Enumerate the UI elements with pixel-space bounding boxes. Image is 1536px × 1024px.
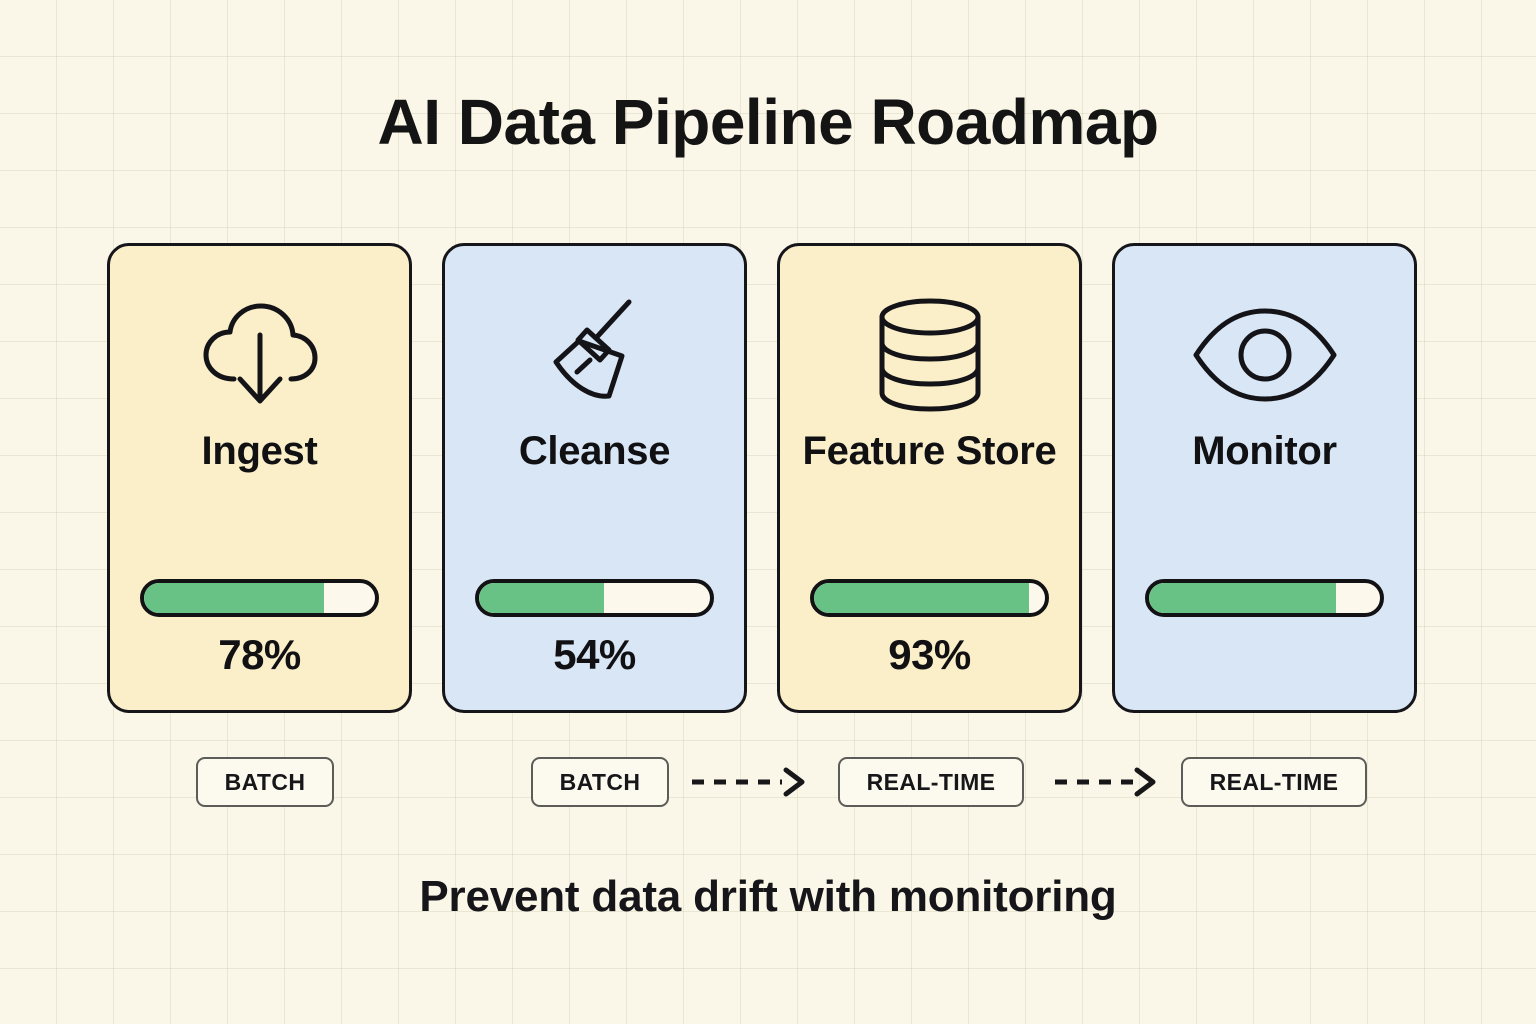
stage-title-cleanse: Cleanse: [518, 429, 671, 473]
broom-icon: [530, 292, 660, 417]
pipeline-stages-row: Ingest 78% Cleanse: [107, 243, 1419, 713]
progress-track: [140, 579, 379, 617]
progress-fill: [814, 583, 1029, 613]
page-title: AI Data Pipeline Roadmap: [377, 86, 1159, 158]
badge-label: REAL-TIME: [1209, 768, 1339, 795]
badge-label: BATCH: [559, 768, 641, 795]
connector-arrow-feature-store-to-monitor: [1053, 767, 1161, 797]
progress-bar-cleanse[interactable]: [475, 579, 714, 617]
progress-track: [1145, 579, 1384, 617]
stage-card-feature-store[interactable]: Feature Store 93%: [777, 243, 1082, 713]
badge-feature-store-cadence[interactable]: REAL-TIME: [838, 757, 1024, 807]
stage-card-monitor[interactable]: Monitor: [1112, 243, 1417, 713]
stage-card-cleanse[interactable]: Cleanse 54%: [442, 243, 747, 713]
progress-bar-feature-store[interactable]: [810, 579, 1049, 617]
badge-monitor-cadence[interactable]: REAL-TIME: [1181, 757, 1367, 807]
percent-label-feature-store: 93%: [888, 631, 971, 678]
percent-label-ingest: 78%: [218, 631, 301, 678]
badge-label: REAL-TIME: [866, 768, 996, 795]
database-icon: [874, 292, 986, 417]
badge-label: BATCH: [224, 768, 306, 795]
stage-title-feature-store: Feature Store: [802, 429, 1057, 473]
progress-track: [475, 579, 714, 617]
stage-title-monitor: Monitor: [1192, 429, 1337, 473]
badge-cleanse-cadence[interactable]: BATCH: [531, 757, 669, 807]
stage-card-ingest[interactable]: Ingest 78%: [107, 243, 412, 713]
progress-track: [810, 579, 1049, 617]
eye-icon: [1190, 292, 1340, 417]
connector-arrow-cleanse-to-feature-store: [690, 767, 810, 797]
stage-title-ingest: Ingest: [201, 429, 318, 473]
progress-fill: [479, 583, 604, 613]
progress-fill: [1149, 583, 1337, 613]
cadence-badge-row: BATCH BATCH REAL-TIME REAL-TIME: [0, 757, 1536, 809]
progress-fill: [144, 583, 325, 613]
cloud-download-icon: [190, 292, 330, 417]
badge-ingest-cadence[interactable]: BATCH: [196, 757, 334, 807]
footer-caption: Prevent data drift with monitoring: [419, 872, 1117, 921]
progress-bar-ingest[interactable]: [140, 579, 379, 617]
progress-bar-monitor[interactable]: [1145, 579, 1384, 617]
percent-label-cleanse: 54%: [553, 631, 636, 678]
